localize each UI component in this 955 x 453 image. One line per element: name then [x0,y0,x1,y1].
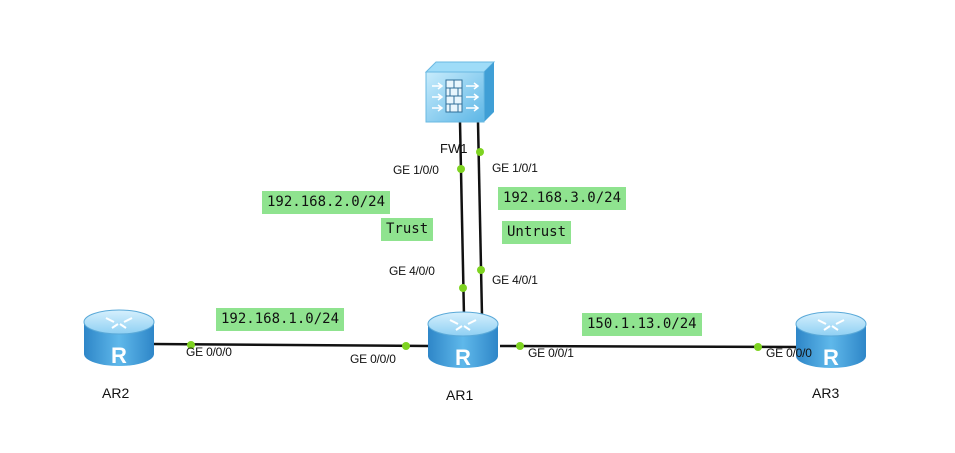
device-name-ar2: AR2 [102,385,130,401]
subnet-tag-untrust: 192.168.3.0/24 [498,187,627,210]
port-dot-ar1-ge001 [516,342,524,350]
device-name-ar3: AR3 [812,385,840,401]
zone-tag-trust: Trust [381,218,434,241]
port-label-fw1-ge101: GE 1/0/1 [492,161,538,175]
subnet-tag-ar1-ar3: 150.1.13.0/24 [582,313,702,336]
port-label-fw1-ge100: GE 1/0/0 [393,163,439,177]
router-ar2[interactable]: R [83,309,155,368]
link-ar2-ar1 [151,342,431,348]
port-label-ar2-ge000: GE 0/0/0 [186,345,232,359]
port-label-ar1-ge001: GE 0/0/1 [528,346,574,360]
port-dot-fw1-ge100 [457,165,465,173]
router-ar3-glyph: R [823,345,839,370]
port-dot-ar3-ge000 [754,343,762,351]
link-ar1-ar3 [499,344,799,349]
subnet-tag-ar2-ar1: 192.168.1.0/24 [216,308,345,331]
firewall-arrows-icon [432,82,480,112]
router-ar3[interactable]: R [795,311,867,370]
port-dot-ar1-ge401 [477,266,485,274]
device-name-ar1: AR1 [446,387,474,403]
firewall-brick-icon [445,79,463,113]
port-dot-ar2-ge000 [187,341,195,349]
zone-tag-untrust: Untrust [502,221,572,244]
link-ar1-fw1-trust [458,121,466,317]
port-label-ar1-ge400: GE 4/0/0 [389,264,435,278]
router-ar1-glyph: R [455,345,471,370]
port-label-ar3-ge000: GE 0/0/0 [766,346,812,360]
port-label-ar1-ge000: GE 0/0/0 [350,352,396,366]
port-dot-fw1-ge101 [476,148,484,156]
port-dot-ar1-ge000 [402,342,410,350]
subnet-tag-trust: 192.168.2.0/24 [262,191,391,214]
router-ar1[interactable]: R [427,311,499,370]
device-name-fw1: FW1 [440,141,468,156]
port-dot-ar1-ge400 [459,284,467,292]
firewall-fw1[interactable] [424,61,496,123]
router-ar2-glyph: R [111,343,127,368]
port-label-ar1-ge401: GE 4/0/1 [492,273,538,287]
